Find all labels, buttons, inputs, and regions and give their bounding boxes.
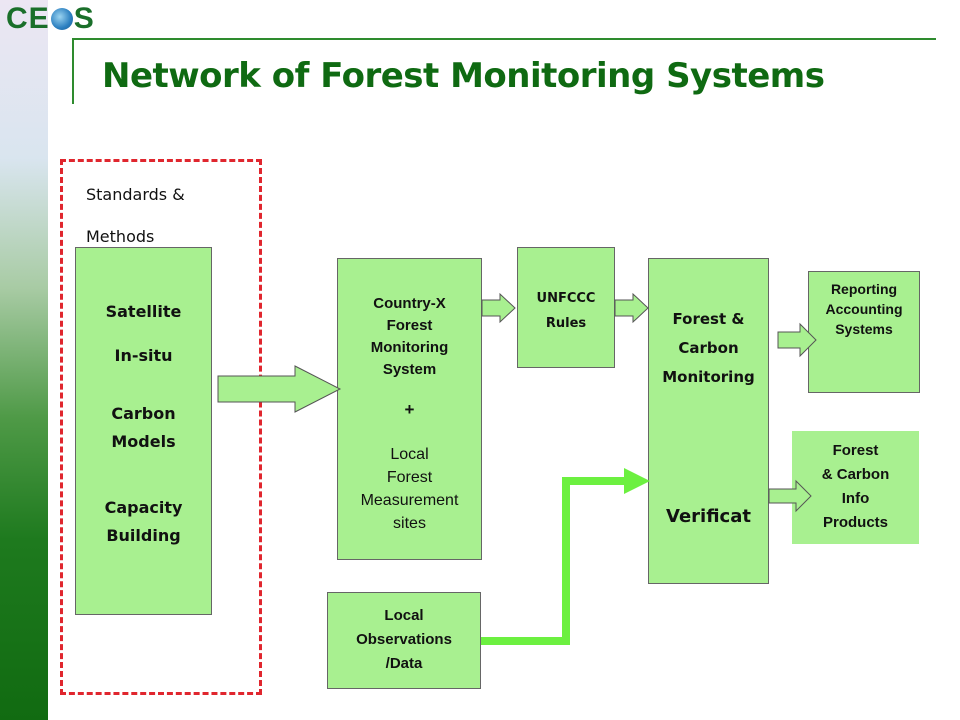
- insitu-label: In-situ: [114, 346, 173, 365]
- unfccc-rules-box: [517, 247, 615, 368]
- verification-label: Verificat: [666, 506, 751, 527]
- country-system-box: [337, 258, 482, 560]
- reporting-systems-box: [808, 271, 920, 393]
- forest-carbon-monitoring-box: [648, 258, 769, 584]
- header-side-rule: [72, 38, 74, 104]
- globe-icon: [50, 8, 73, 30]
- local-observations-box: [327, 592, 481, 689]
- left-decorative-bar: [0, 0, 48, 720]
- arrow-unfccc-to-monitoring: [614, 292, 649, 324]
- header-rule: [72, 38, 936, 40]
- arrow-inputs-to-country: [217, 365, 342, 413]
- page-title: Network of Forest Monitoring Systems: [102, 56, 825, 96]
- standards-methods-group: [60, 159, 262, 695]
- arrow-monitoring-to-reporting: [777, 322, 817, 358]
- satellite-label: Satellite: [105, 302, 182, 321]
- inputs-box: [75, 247, 212, 615]
- arrow-local-obs-to-monitoring: [481, 477, 626, 645]
- arrow-country-to-unfccc: [481, 292, 516, 324]
- info-products-box: [792, 431, 919, 544]
- standards-methods-label: Standards & Methods: [86, 185, 185, 246]
- arrow-local-obs-head: [624, 468, 650, 494]
- arrow-monitoring-to-products: [768, 479, 812, 513]
- plus-sign: +: [404, 400, 415, 419]
